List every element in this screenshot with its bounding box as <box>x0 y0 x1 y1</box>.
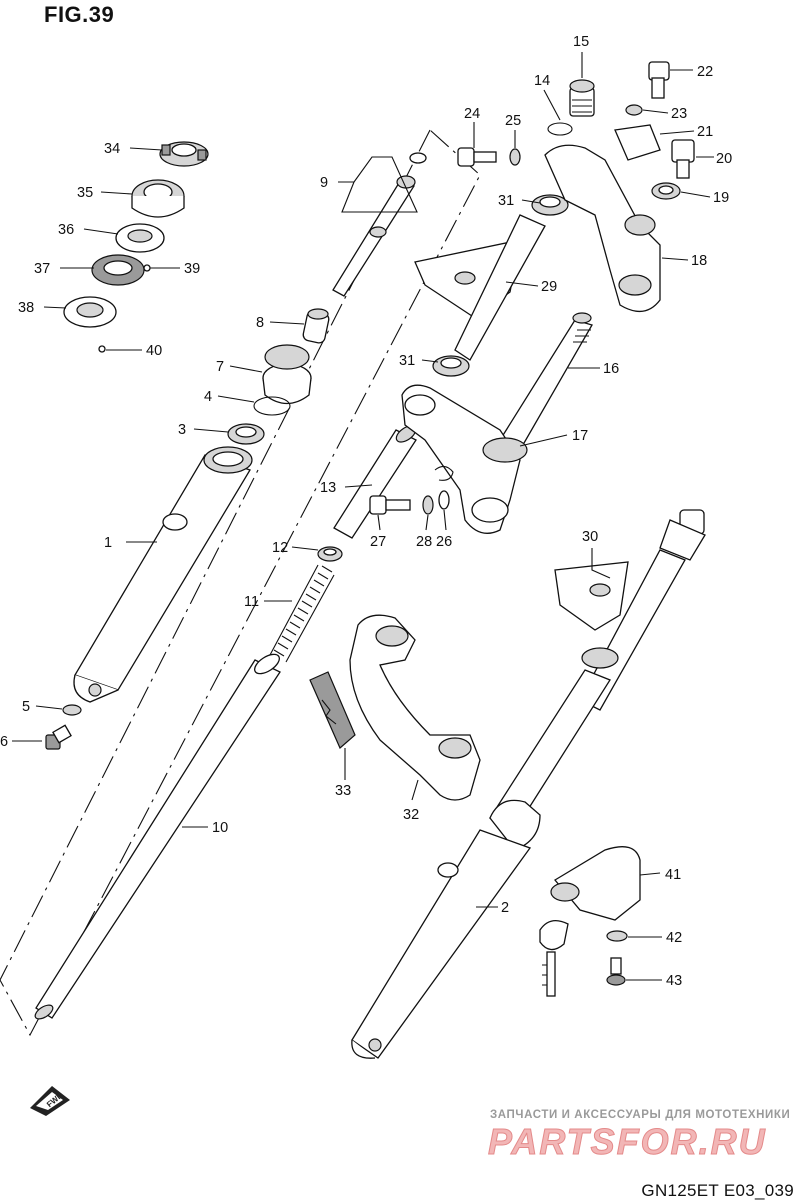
part-7-oil-seal[interactable] <box>262 344 312 405</box>
callout-4[interactable]: 4 <box>204 389 212 405</box>
callout-25[interactable]: 25 <box>505 113 521 129</box>
callout-5[interactable]: 5 <box>22 699 30 715</box>
callout-29[interactable]: 29 <box>541 279 557 295</box>
part-30-bracket-assembly[interactable] <box>554 509 706 711</box>
part-43-screw[interactable] <box>606 957 626 986</box>
callout-20[interactable]: 20 <box>716 151 732 167</box>
callout-26[interactable]: 26 <box>436 534 452 550</box>
callout-39[interactable]: 39 <box>184 261 200 277</box>
part-15-fork-cap-bolt[interactable] <box>569 79 595 117</box>
part-20-bolt[interactable] <box>671 139 695 179</box>
callout-9[interactable]: 9 <box>320 175 328 191</box>
part-23-washer[interactable] <box>625 104 643 116</box>
part-10-inner-tube[interactable] <box>33 651 283 1022</box>
callout-31-lower[interactable]: 31 <box>399 353 415 369</box>
part-8-cap[interactable] <box>302 308 330 344</box>
drawing-code: GN125ET E03_039 <box>641 1181 794 1200</box>
part-6-drain-bolt[interactable] <box>45 724 72 750</box>
callout-1[interactable]: 1 <box>104 535 112 551</box>
callout-7[interactable]: 7 <box>216 359 224 375</box>
part-31-seal-lower[interactable] <box>432 355 470 377</box>
part-18-upper-bracket[interactable] <box>544 144 661 312</box>
part-19-washer[interactable] <box>651 182 681 200</box>
callout-32[interactable]: 32 <box>403 807 419 823</box>
part-4-circlip[interactable] <box>253 396 291 416</box>
callout-17[interactable]: 17 <box>572 428 588 444</box>
part-3-bushing[interactable] <box>227 423 265 445</box>
part-31-seal-upper[interactable] <box>531 194 569 216</box>
callout-40[interactable]: 40 <box>146 343 162 359</box>
callout-27[interactable]: 27 <box>370 534 386 550</box>
callout-18[interactable]: 18 <box>691 253 707 269</box>
callout-6[interactable]: 6 <box>0 734 8 750</box>
fig-title: FIG.39 <box>44 2 115 27</box>
part-42-washer[interactable] <box>606 930 628 942</box>
leader-lines <box>12 52 714 981</box>
callout-22[interactable]: 22 <box>697 64 713 80</box>
part-22-bolt[interactable] <box>648 61 670 99</box>
part-36-bearing-race[interactable] <box>115 223 165 253</box>
callout-43[interactable]: 43 <box>666 973 682 989</box>
watermark-subtitle: ЗАПЧАСТИ И АКСЕССУАРЫ ДЛЯ МОТОТЕХНИКИ <box>490 1109 791 1121</box>
part-40-ball[interactable] <box>98 345 106 353</box>
part-9-damper-rod[interactable] <box>332 152 427 297</box>
callout-37[interactable]: 37 <box>34 261 50 277</box>
callout-34[interactable]: 34 <box>104 141 120 157</box>
part-39-ball[interactable] <box>143 264 151 272</box>
part-5-washer[interactable] <box>62 704 82 716</box>
callout-19[interactable]: 19 <box>713 190 729 206</box>
part-14-o-ring[interactable] <box>547 122 573 136</box>
callout-11[interactable]: 11 <box>244 594 259 610</box>
part-24-bolt[interactable] <box>457 147 497 167</box>
callout-36[interactable]: 36 <box>58 222 74 238</box>
callout-35[interactable]: 35 <box>77 185 93 201</box>
callout-38[interactable]: 38 <box>18 300 34 316</box>
callout-21[interactable]: 21 <box>697 124 713 140</box>
callout-33[interactable]: 33 <box>335 783 351 799</box>
callout-labels: 1 2 3 4 5 6 7 8 9 10 11 12 13 14 15 16 1… <box>0 34 732 989</box>
callout-15[interactable]: 15 <box>573 34 589 50</box>
part-29-headlight-bracket[interactable] <box>414 214 546 361</box>
part-2-outer-tube-right[interactable] <box>351 669 611 1059</box>
part-25-washer[interactable] <box>509 148 521 166</box>
callout-12[interactable]: 12 <box>272 540 288 556</box>
callout-13[interactable]: 13 <box>320 480 336 496</box>
callout-28[interactable]: 28 <box>416 534 432 550</box>
callout-8[interactable]: 8 <box>256 315 264 331</box>
callout-30[interactable]: 30 <box>582 529 598 545</box>
callout-16[interactable]: 16 <box>603 361 619 377</box>
part-13-tube[interactable] <box>333 423 418 539</box>
watermark-brand-logo: PARTSFOR.RU <box>488 1121 767 1163</box>
part-32-holder[interactable] <box>349 614 481 801</box>
callout-14[interactable]: 14 <box>534 73 550 89</box>
callout-24[interactable]: 24 <box>464 106 480 122</box>
part-28-washer[interactable] <box>422 495 434 515</box>
part-27-bolt[interactable] <box>369 495 411 515</box>
svg-text:PARTSFOR.RU: PARTSFOR.RU <box>488 1121 767 1162</box>
callout-2[interactable]: 2 <box>501 900 509 916</box>
part-1-outer-tube-left[interactable] <box>73 446 253 703</box>
part-21-holder[interactable] <box>614 124 661 161</box>
callout-23[interactable]: 23 <box>671 106 687 122</box>
part-11-spring[interactable] <box>269 564 335 663</box>
callout-42[interactable]: 42 <box>666 930 682 946</box>
part-37-bearing[interactable] <box>91 254 145 286</box>
part-33-pad[interactable] <box>309 671 356 749</box>
callout-31-upper[interactable]: 31 <box>498 193 514 209</box>
part-26-clip[interactable] <box>434 465 454 510</box>
part-34-steering-nut[interactable] <box>159 141 209 167</box>
part-35-dust-seal[interactable] <box>131 179 185 218</box>
assembly-frame <box>0 129 481 1037</box>
callout-41[interactable]: 41 <box>665 867 681 883</box>
part-38-bearing-race-lower[interactable] <box>63 296 117 328</box>
callout-3[interactable]: 3 <box>178 422 186 438</box>
part-41-ignition-switch[interactable] <box>539 846 641 997</box>
fwd-arrow-icon: FWD <box>30 1086 70 1116</box>
callout-10[interactable]: 10 <box>212 820 228 836</box>
part-12-spacer[interactable] <box>317 546 343 562</box>
part-17-lower-bracket[interactable] <box>401 384 528 534</box>
